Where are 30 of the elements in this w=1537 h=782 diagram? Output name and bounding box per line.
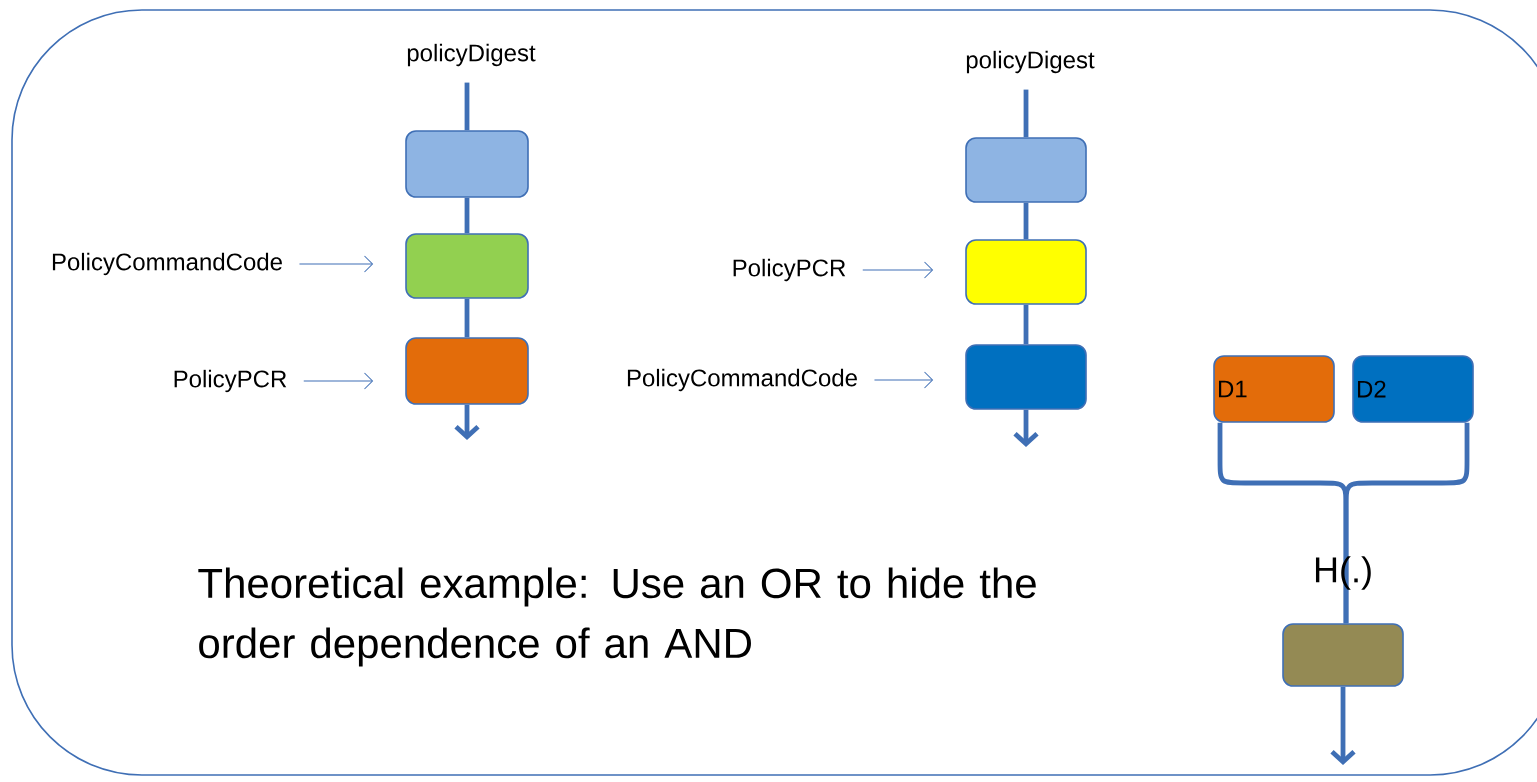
label-text: PolicyCommandCode (52, 252, 282, 276)
connector-line (1343, 422, 1470, 624)
connector-line (464, 82, 470, 131)
connector-line (464, 197, 470, 234)
label-text: PolicyPCR (174, 369, 287, 393)
process-box (965, 344, 1087, 410)
connector-line (464, 298, 470, 338)
process-box (405, 337, 529, 405)
process-box (965, 137, 1087, 203)
arrow (1330, 686, 1356, 765)
caption-text: Theoretical example: Use an OR to hide the order dependence of an AND (198, 567, 1036, 667)
process-box (1282, 623, 1404, 687)
label-text: PolicyCommandCode (627, 368, 857, 392)
process-box: D2 (1352, 355, 1474, 423)
connector-line (1023, 304, 1029, 345)
process-box (965, 239, 1087, 305)
process-box (405, 233, 529, 299)
arrow (862, 261, 933, 279)
arrow (873, 371, 933, 389)
arrow (303, 372, 373, 390)
arrow (454, 404, 480, 440)
arrow (298, 255, 373, 273)
label-text: policyDigest (966, 50, 1095, 74)
label-text: policyDigest (407, 43, 536, 67)
arrow (1013, 409, 1039, 447)
connector-line (1023, 202, 1029, 240)
process-box (405, 130, 529, 198)
connector-line (1023, 89, 1029, 138)
label-text: PolicyPCR (733, 258, 846, 282)
process-box: D1 (1213, 355, 1335, 423)
